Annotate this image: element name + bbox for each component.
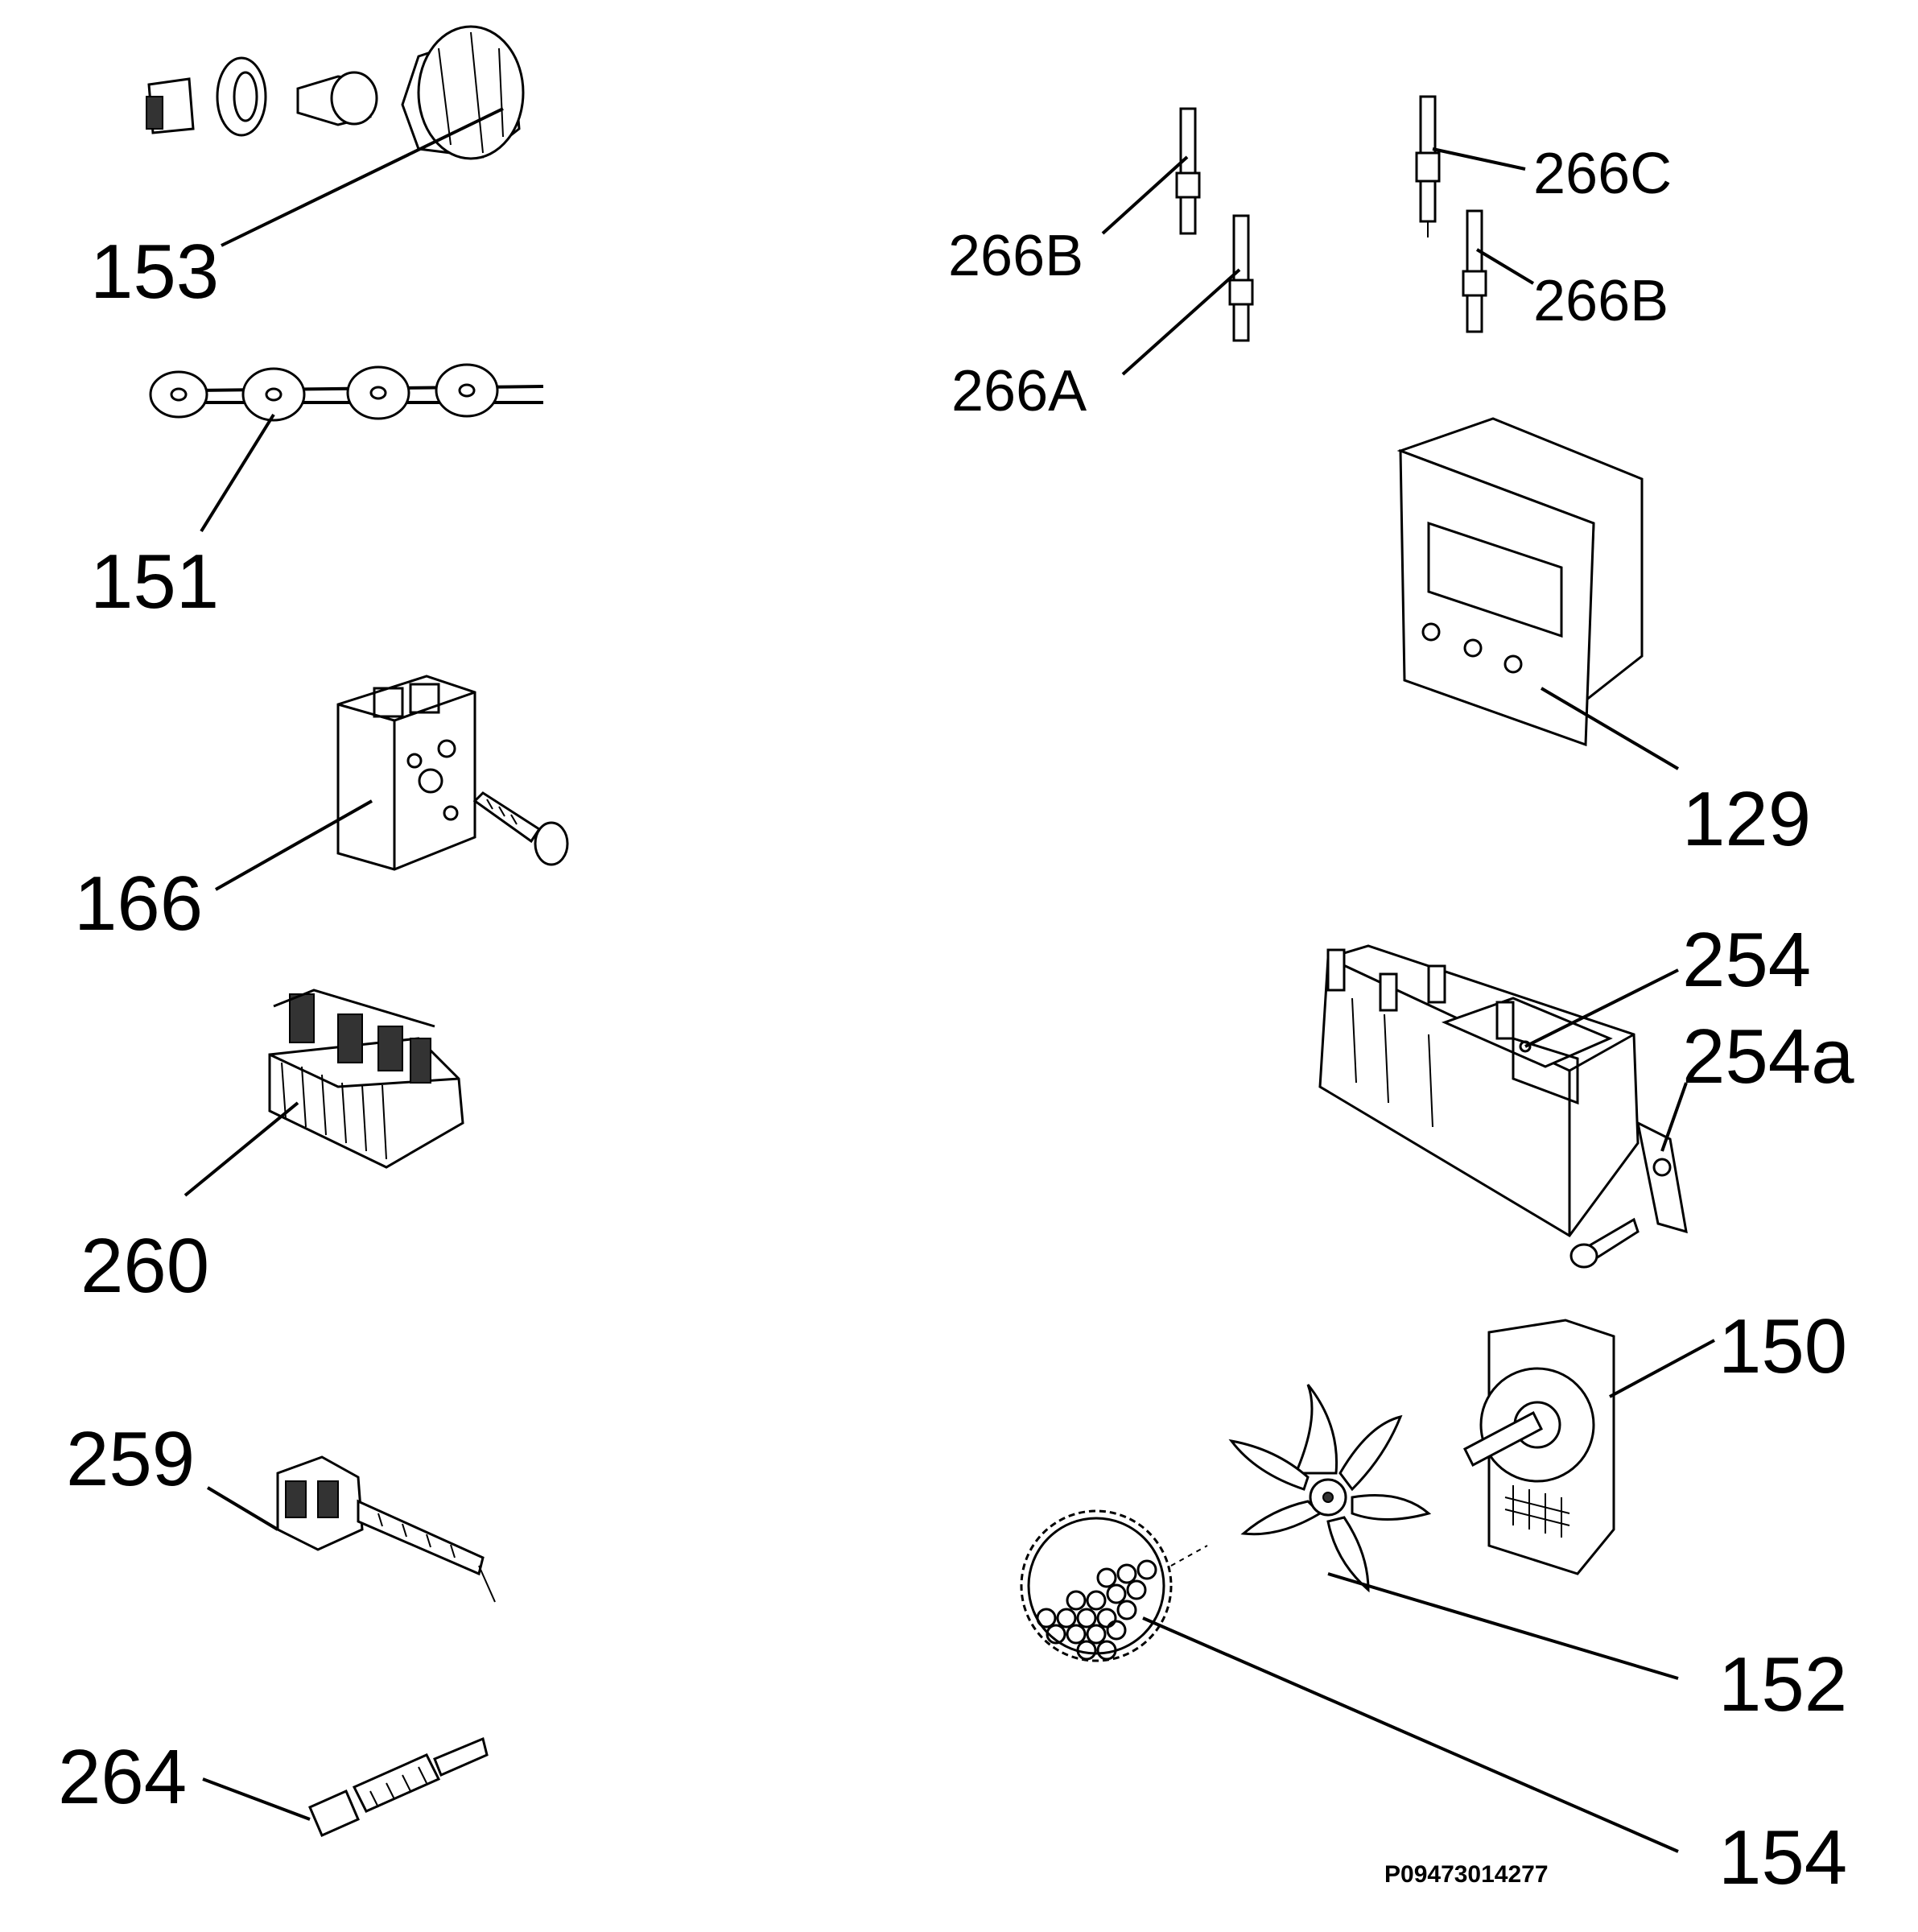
part-154-grease-filter: [1020, 1509, 1679, 1853]
part-150-fan-motor: [1463, 1319, 1715, 1575]
callout-264: 264: [58, 1734, 187, 1820]
callout-154: 154: [1718, 1814, 1847, 1901]
part-259-rotary-switch: [206, 1455, 496, 1603]
part-260-selector-switch: [184, 989, 464, 1197]
callout-266c: 266C: [1533, 142, 1672, 206]
part-264-connector: [202, 1736, 489, 1837]
part-152-fan-impeller: [1228, 1384, 1679, 1680]
callout-254: 254: [1682, 917, 1811, 1003]
callout-150: 150: [1718, 1303, 1847, 1389]
part-266b-right-electrode: [1462, 209, 1535, 333]
callout-260: 260: [80, 1223, 209, 1309]
part-266a-electrode: [1121, 214, 1254, 376]
callout-254a: 254a: [1682, 1013, 1854, 1100]
callout-129: 129: [1682, 776, 1811, 862]
part-266b-left-electrode: [1101, 107, 1201, 235]
callout-266a: 266A: [951, 359, 1087, 423]
callout-259: 259: [66, 1416, 195, 1502]
callout-153: 153: [90, 229, 219, 315]
callout-152: 152: [1718, 1641, 1847, 1728]
part-166-switch-block: [215, 675, 569, 891]
part-266c-electrode: [1415, 95, 1526, 237]
part-153-lamp-assembly: [146, 25, 525, 247]
document-id: P09473014277: [1384, 1861, 1549, 1888]
part-129-timer-module: [1396, 417, 1680, 770]
part-254a-bracket-screw: [1569, 1082, 1688, 1269]
callout-266b-right: 266B: [1533, 269, 1668, 333]
callout-266b-left: 266B: [948, 224, 1083, 288]
callout-166: 166: [74, 861, 203, 947]
part-254-ignition-generator: [1318, 944, 1679, 1237]
part-151-cable-grommets: [149, 363, 544, 533]
callout-151: 151: [90, 539, 219, 625]
